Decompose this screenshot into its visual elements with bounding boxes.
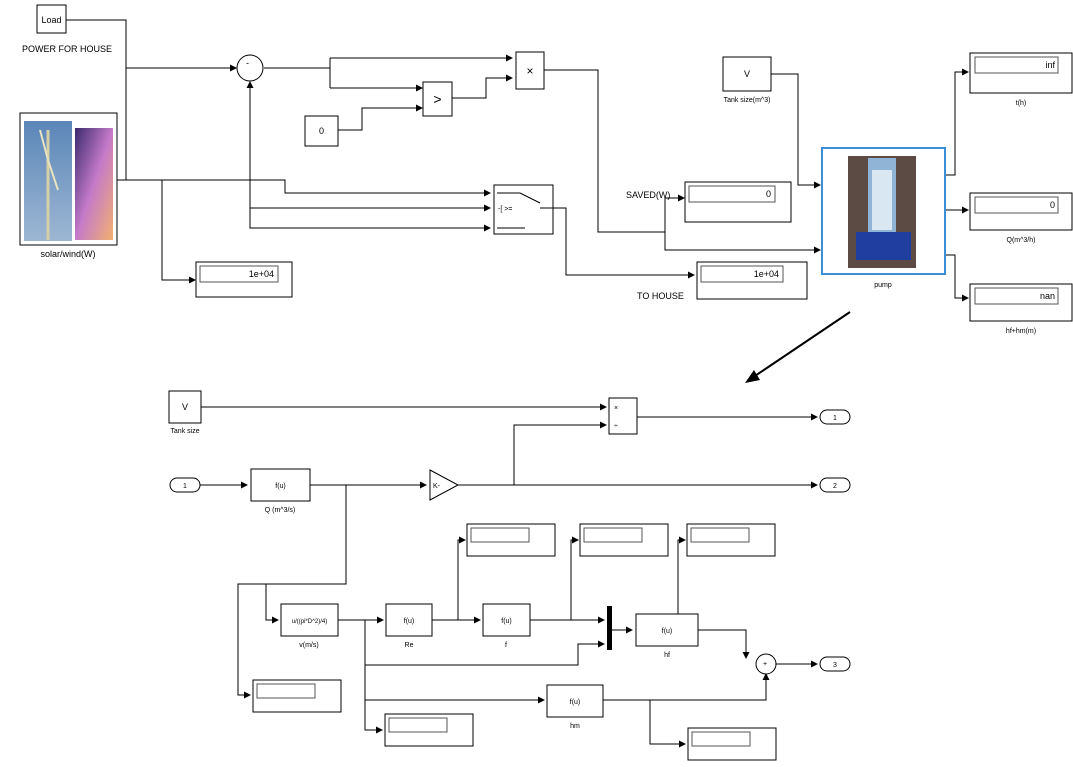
sub-sum-block[interactable]: + (756, 654, 776, 674)
svg-text:1e+04: 1e+04 (249, 269, 274, 279)
svg-text:Load: Load (41, 15, 61, 25)
const-zero-block[interactable]: 0 (305, 116, 338, 146)
display-t: inf (970, 53, 1072, 93)
tank-size-block[interactable]: V (723, 57, 771, 91)
divide-block[interactable]: × ÷ (609, 398, 637, 434)
fcn-hf-block[interactable]: f(u) (636, 614, 698, 646)
svg-text:0: 0 (766, 189, 771, 199)
sub-tank-size-block[interactable]: V (169, 391, 201, 423)
display-to-house: 1e+04 (697, 262, 807, 299)
svg-text:u/((pi*D^2)/4): u/((pi*D^2)/4) (292, 619, 328, 625)
sum-block[interactable]: - (237, 55, 263, 81)
svg-text:×: × (614, 405, 618, 412)
fcn-f-caption: f (505, 642, 507, 649)
svg-text:1e+04: 1e+04 (754, 269, 779, 279)
fcn-re-caption: Re (405, 642, 414, 649)
svg-text:V: V (744, 69, 750, 79)
svg-text:÷: ÷ (614, 423, 618, 430)
svg-text:1: 1 (183, 483, 187, 490)
switch-block[interactable]: -[ >= (494, 185, 553, 234)
sub-display-re2 (385, 714, 473, 746)
mux-bar[interactable] (607, 606, 612, 650)
fcn-q-caption: Q (m^3/s) (265, 507, 296, 514)
saved-label: SAVED(W) (626, 190, 670, 200)
drill-down-arrow (745, 312, 850, 383)
t-caption: t(h) (1016, 100, 1027, 107)
q-caption: Q(m^3/h) (1007, 237, 1036, 244)
svg-text:nan: nan (1040, 291, 1055, 301)
svg-text:f(u): f(u) (570, 699, 581, 706)
sun-rays-image (75, 128, 113, 240)
svg-text:>: > (433, 91, 441, 107)
fcn-f-block[interactable]: f(u) (483, 604, 530, 636)
svg-text:inf: inf (1045, 60, 1055, 70)
pump-caption: pump (874, 282, 892, 289)
display-h: nan (970, 284, 1072, 321)
sub-display-v (253, 680, 341, 712)
sub-tank-caption: Tank size (170, 428, 199, 435)
fcn-v-block[interactable]: u/((pi*D^2)/4) (281, 604, 338, 636)
sub-display-hm (688, 728, 776, 760)
outport-1[interactable]: 1 (820, 410, 850, 424)
fcn-v-caption: v(m/s) (299, 642, 318, 649)
to-house-label: TO HOUSE (637, 291, 684, 301)
display-saved: 0 (685, 182, 791, 222)
svg-text:f(u): f(u) (662, 628, 673, 635)
display-q: 0 (970, 193, 1072, 230)
sub-display-f (580, 524, 668, 556)
compare-block[interactable]: > (423, 82, 452, 116)
svg-text:f(u): f(u) (501, 618, 512, 625)
svg-text:-[ >=: -[ >= (498, 206, 512, 213)
svg-text:0: 0 (1050, 200, 1055, 210)
gain-block[interactable]: K- (430, 470, 458, 500)
svg-text:2: 2 (833, 483, 837, 490)
h-caption: hf+hm(m) (1006, 328, 1036, 335)
fcn-q-block[interactable]: f(u) (251, 469, 310, 501)
svg-text:f(u): f(u) (275, 483, 286, 490)
svg-text:3: 3 (833, 662, 837, 669)
fcn-hm-caption: hm (570, 723, 580, 730)
inport-1[interactable]: 1 (170, 478, 200, 492)
outport-3[interactable]: 3 (820, 657, 850, 671)
svg-text:-: - (246, 58, 249, 68)
solar-wind-block[interactable] (20, 113, 117, 245)
outport-2[interactable]: 2 (820, 478, 850, 492)
product-block[interactable]: × (516, 52, 544, 89)
fcn-re-block[interactable]: f(u) (386, 604, 432, 636)
svg-text:K-: K- (433, 483, 441, 490)
sub-display-hf (687, 524, 775, 556)
display-load-output: 1e+04 (196, 262, 292, 297)
sub-display-re (467, 524, 555, 556)
pump-subsystem[interactable] (822, 148, 945, 274)
fcn-hm-block[interactable]: f(u) (547, 685, 603, 717)
fcn-hf-caption: hf (664, 652, 670, 659)
svg-text:f(u): f(u) (404, 618, 415, 625)
svg-text:0: 0 (319, 126, 324, 136)
load-block[interactable]: Load (37, 5, 66, 33)
svg-text:1: 1 (833, 415, 837, 422)
svg-text:V: V (182, 402, 188, 412)
svg-text:+: + (763, 661, 767, 668)
load-caption: POWER FOR HOUSE (22, 44, 112, 54)
solar-caption: solar/wind(W) (40, 249, 95, 259)
svg-text:×: × (526, 64, 533, 78)
tank-caption: Tank size(m^3) (724, 97, 771, 104)
